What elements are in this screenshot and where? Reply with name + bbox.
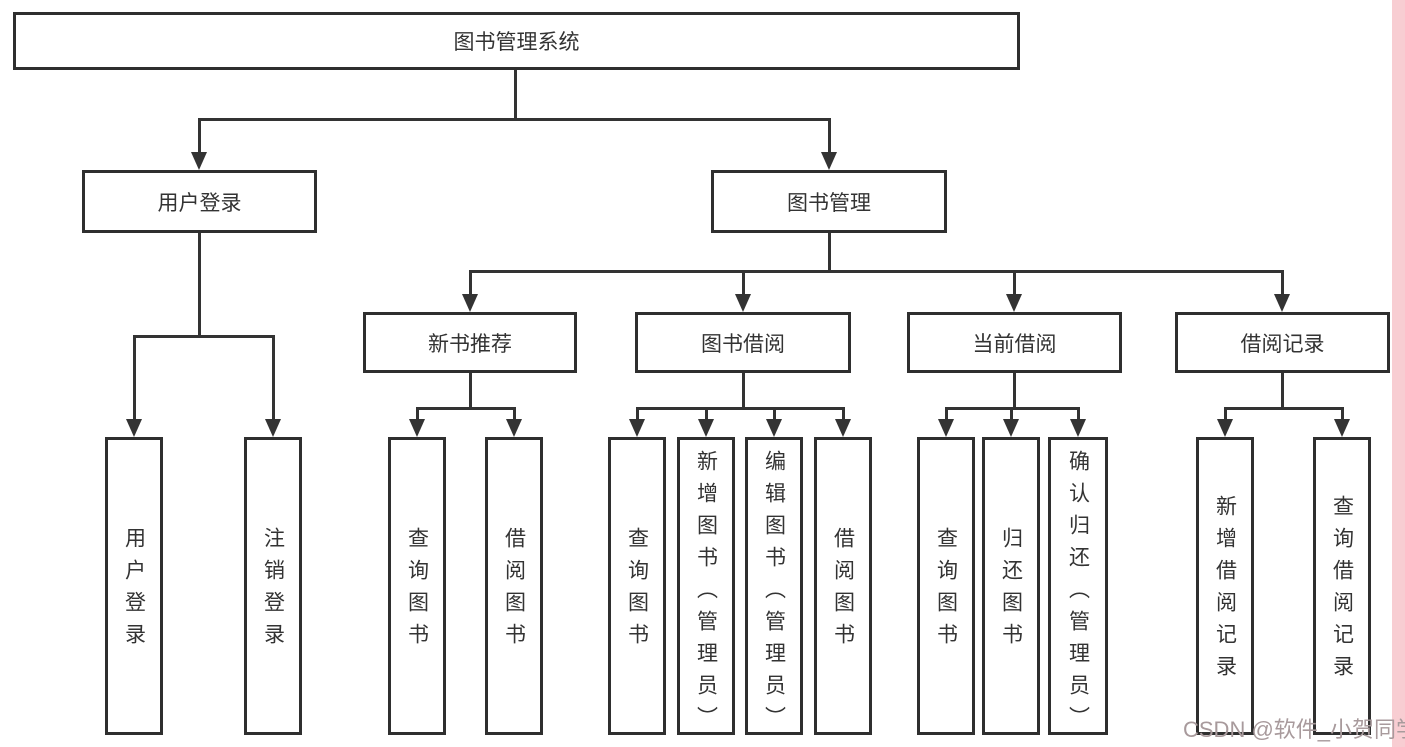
arrow-down-icon [1006,294,1022,312]
node-book-management: 图书管理 [711,170,947,233]
arrow-down-icon [698,419,714,437]
arrow-down-icon [126,419,142,437]
connector-line [198,118,201,152]
csdn-watermark: CSDN @软件_小贺同学 [1183,717,1405,742]
connector-line [1077,407,1080,419]
arrow-down-icon [938,419,954,437]
connector-line [1281,373,1284,407]
arrow-down-icon [265,419,281,437]
node-label: 新增图书（管理员） [694,450,718,738]
right-edge-strip [1392,0,1405,747]
connector-line [636,407,639,419]
connector-line [198,233,201,335]
node-label: 图书管理系统 [453,31,580,54]
node-label: 图书管理 [787,191,871,215]
arrow-down-icon [1217,419,1233,437]
node-label: 编辑图书（管理员） [762,450,786,738]
connector-line [1341,407,1344,419]
arrow-down-icon [821,152,837,170]
arrow-down-icon [462,294,478,312]
node-label: 用户登录 [157,191,242,215]
node-return-books: 归还图书 [982,437,1040,735]
node-label: 查询借阅记录 [1330,495,1354,687]
connector-line [133,335,275,338]
node-query-books: 查询图书 [917,437,975,735]
node-borrow-records: 借阅记录 [1175,312,1390,373]
node-edit-book-admin: 编辑图书（管理员） [745,437,803,738]
connector-line [1281,270,1284,294]
connector-line [842,407,845,419]
node-borrow-books: 借阅图书 [485,437,543,735]
connector-line [773,407,776,419]
connector-line [469,270,1284,273]
node-query-books: 查询图书 [608,437,666,735]
connector-line [416,407,516,410]
connector-line [469,373,472,407]
connector-line [742,373,745,407]
connector-line [513,407,516,419]
connector-line [469,270,472,294]
node-query-borrow-record: 查询借阅记录 [1313,437,1371,735]
node-label: 借阅记录 [1240,332,1325,356]
connector-line [514,70,517,118]
connector-line [198,118,831,121]
arrow-down-icon [1070,419,1086,437]
connector-line [1224,407,1344,410]
arrow-down-icon [835,419,851,437]
node-label: 新增借阅记录 [1213,495,1237,687]
arrow-down-icon [735,294,751,312]
connector-line [1013,373,1016,407]
node-label: 当前借阅 [972,332,1057,356]
node-user-login: 用户登录 [82,170,317,233]
node-label: 确认归还（管理员） [1066,450,1090,738]
connector-line [416,407,419,419]
node-book-borrowing: 图书借阅 [635,312,851,373]
node-current-borrowing: 当前借阅 [907,312,1122,373]
connector-line [742,270,745,294]
node-label: 借阅图书 [502,527,526,655]
arrow-down-icon [1003,419,1019,437]
node-label: 注销登录 [261,527,285,655]
node-confirm-return-admin: 确认归还（管理员） [1048,437,1108,738]
arrow-down-icon [766,419,782,437]
arrow-down-icon [409,419,425,437]
node-label: 图书借阅 [701,332,785,356]
arrow-down-icon [1274,294,1290,312]
connector-line [636,407,845,410]
connector-line [1224,407,1227,419]
arrow-down-icon [629,419,645,437]
node-user-login-action: 用户登录 [105,437,163,735]
connector-line [828,118,831,152]
connector-line [705,407,708,419]
node-query-books: 查询图书 [388,437,446,735]
connector-line [1010,407,1013,419]
node-library-management-system: 图书管理系统 [13,12,1020,70]
node-label: 用户登录 [122,527,146,655]
node-add-borrow-record: 新增借阅记录 [1196,437,1254,735]
node-label: 查询图书 [625,527,649,655]
node-label: 归还图书 [999,527,1023,655]
node-logout-action: 注销登录 [244,437,302,735]
connector-line [1013,270,1016,294]
connector-line [133,335,136,419]
node-add-book-admin: 新增图书（管理员） [677,437,735,738]
arrow-down-icon [1334,419,1350,437]
node-label: 查询图书 [405,527,429,655]
node-borrow-books: 借阅图书 [814,437,872,735]
arrow-down-icon [191,152,207,170]
node-label: 借阅图书 [831,527,855,655]
node-new-book-recommendation: 新书推荐 [363,312,577,373]
node-label: 新书推荐 [428,332,512,356]
connector-line [272,335,275,419]
connector-line [945,407,948,419]
arrow-down-icon [506,419,522,437]
node-label: 查询图书 [934,527,958,655]
connector-line [828,233,831,270]
